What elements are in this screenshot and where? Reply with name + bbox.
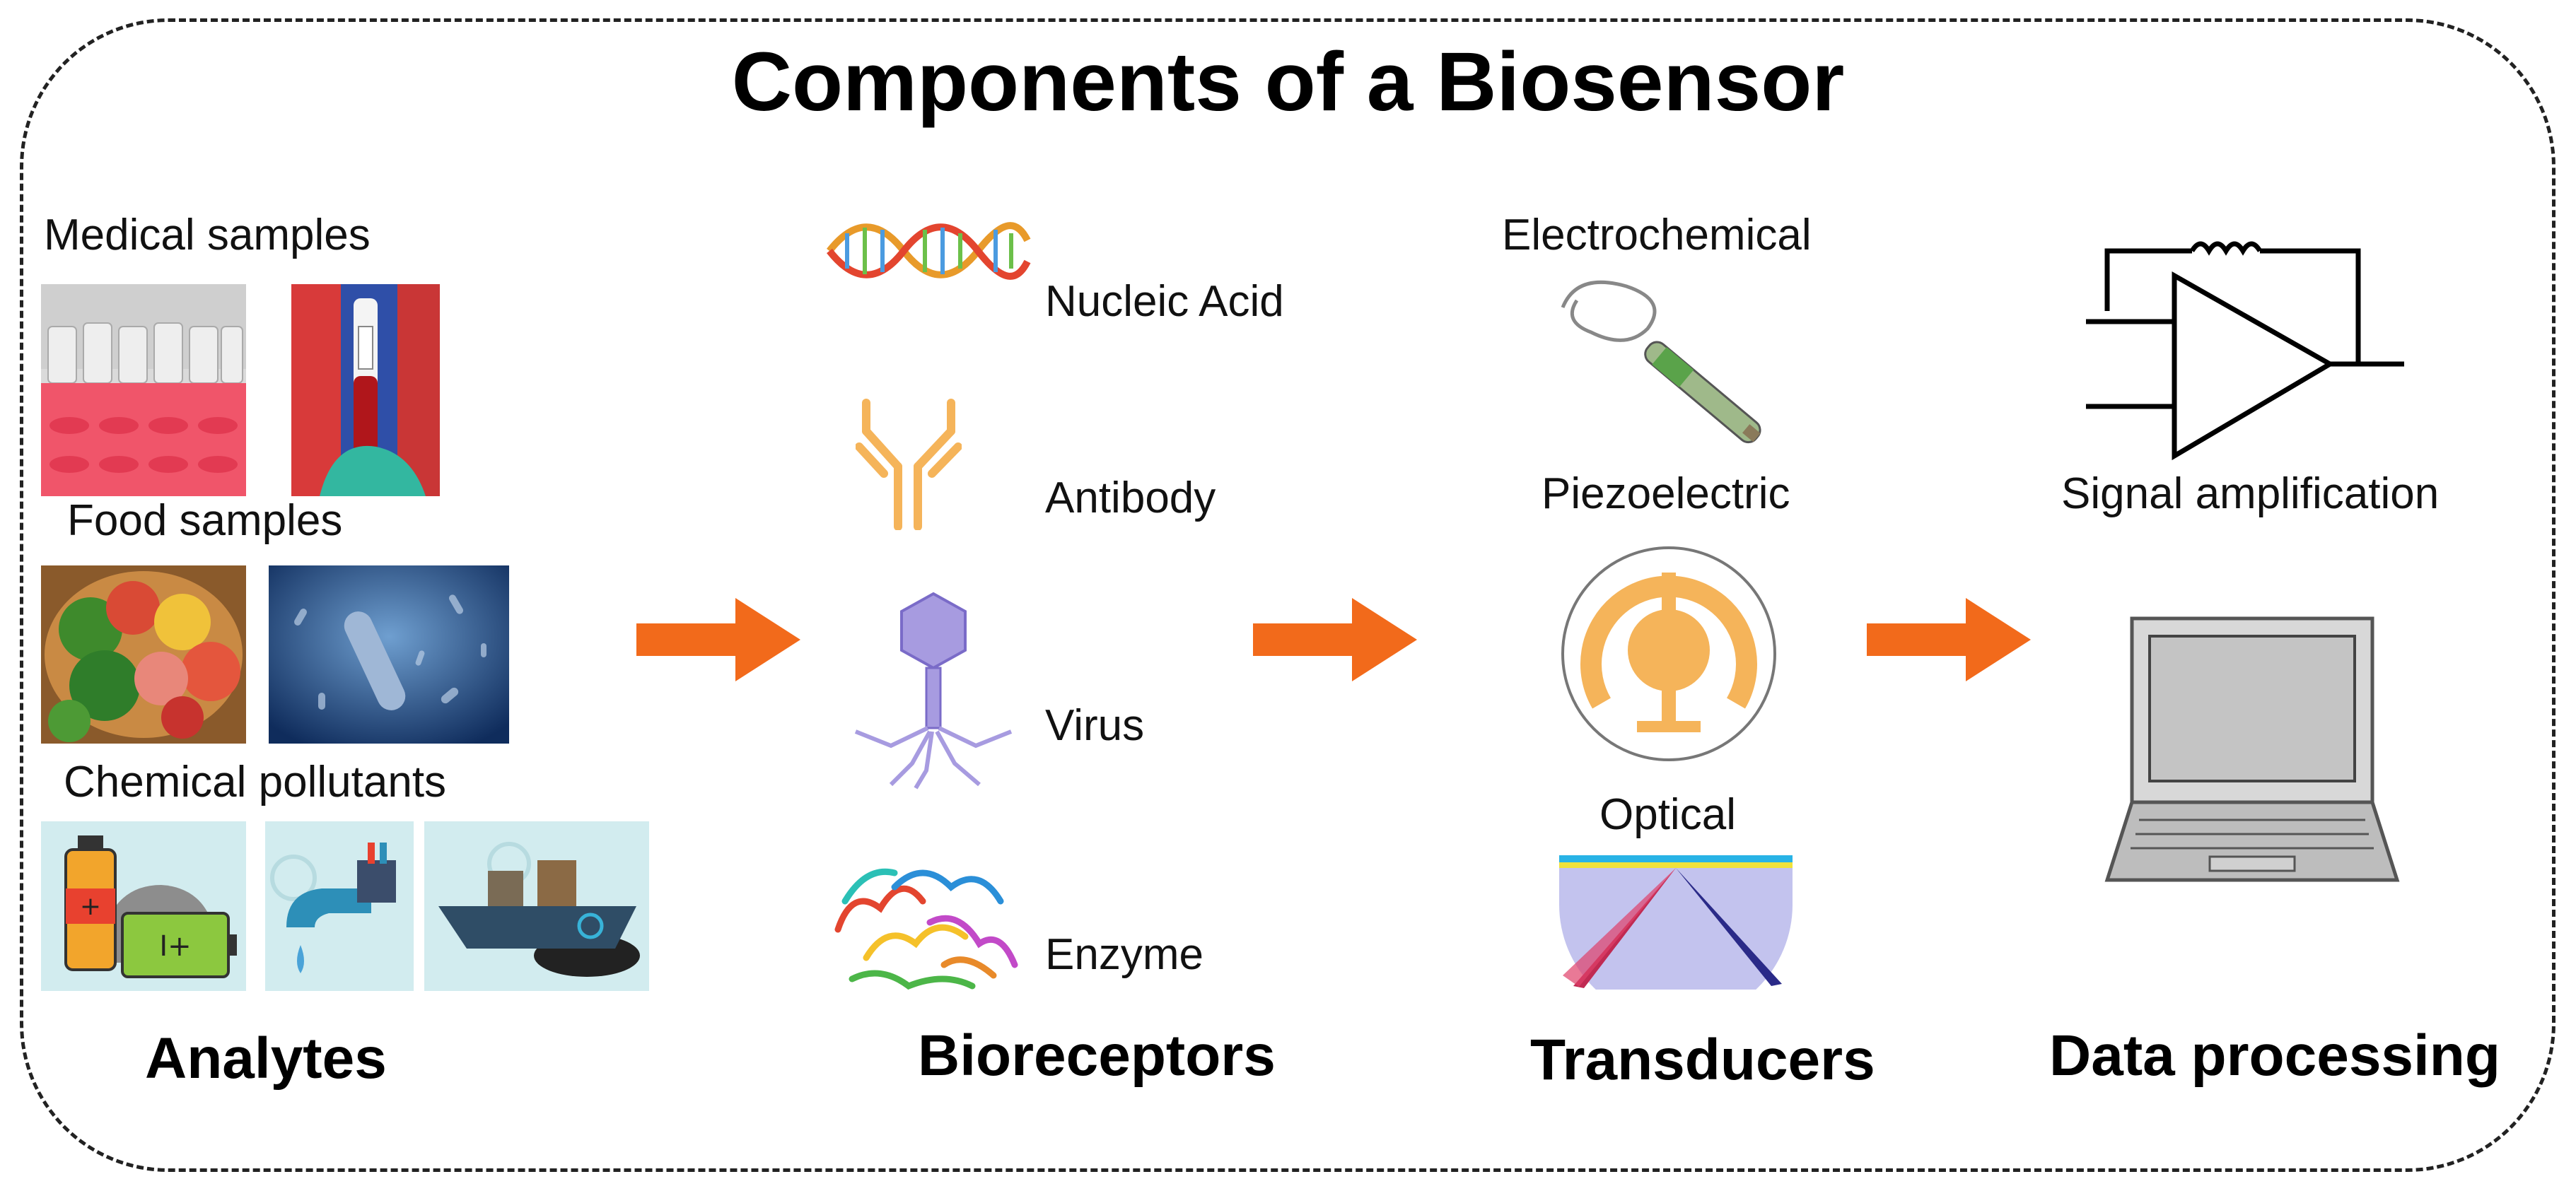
label-enzyme: Enzyme (1045, 930, 1204, 979)
piezo-icon (1559, 544, 1778, 763)
pollutant-batteries-image: + I+ (41, 821, 246, 991)
optical-icon (1559, 855, 1793, 990)
heading-analytes: Analytes (145, 1026, 387, 1091)
pollutant-faucet-image (265, 821, 414, 991)
label-piezoelectric: Piezoelectric (1541, 469, 1790, 518)
svg-text:+: + (80, 892, 101, 921)
heading-data-processing: Data processing (2049, 1023, 2500, 1088)
enzyme-icon (824, 845, 1029, 1000)
amplifier-icon (2079, 233, 2411, 467)
label-virus: Virus (1045, 701, 1145, 750)
electrode-icon (1549, 265, 1789, 474)
label-antibody: Antibody (1045, 474, 1216, 522)
label-chemical-pollutants: Chemical pollutants (64, 758, 447, 806)
medical-sample-blood-tube-image (291, 284, 440, 496)
arrow-bioreceptors-to-transducers (1253, 598, 1417, 681)
antibody-icon (856, 396, 962, 530)
laptop-icon (2104, 615, 2401, 887)
arrow-transducers-to-data-processing (1867, 598, 2031, 681)
medical-sample-wells-image (41, 284, 246, 496)
diagram-title: Components of a Biosensor (731, 35, 1845, 129)
label-optical: Optical (1599, 790, 1736, 839)
heading-transducers: Transducers (1530, 1028, 1875, 1092)
arrow-analytes-to-bioreceptors (636, 598, 800, 681)
label-nucleic-acid: Nucleic Acid (1045, 277, 1284, 326)
label-signal-amplification: Signal amplification (2061, 469, 2440, 518)
label-food-samples: Food samples (67, 496, 343, 545)
pollutant-oil-ship-image (424, 821, 649, 991)
food-sample-bacteria-image (269, 565, 509, 744)
heading-bioreceptors: Bioreceptors (918, 1023, 1276, 1088)
diagram-frame (20, 18, 2555, 1172)
label-medical-samples: Medical samples (44, 211, 371, 259)
label-electrochemical: Electrochemical (1502, 211, 1812, 259)
dna-icon (826, 219, 1031, 283)
virus-icon (849, 587, 1018, 792)
svg-text:I+: I+ (159, 930, 191, 963)
food-sample-vegetables-image (41, 565, 246, 744)
